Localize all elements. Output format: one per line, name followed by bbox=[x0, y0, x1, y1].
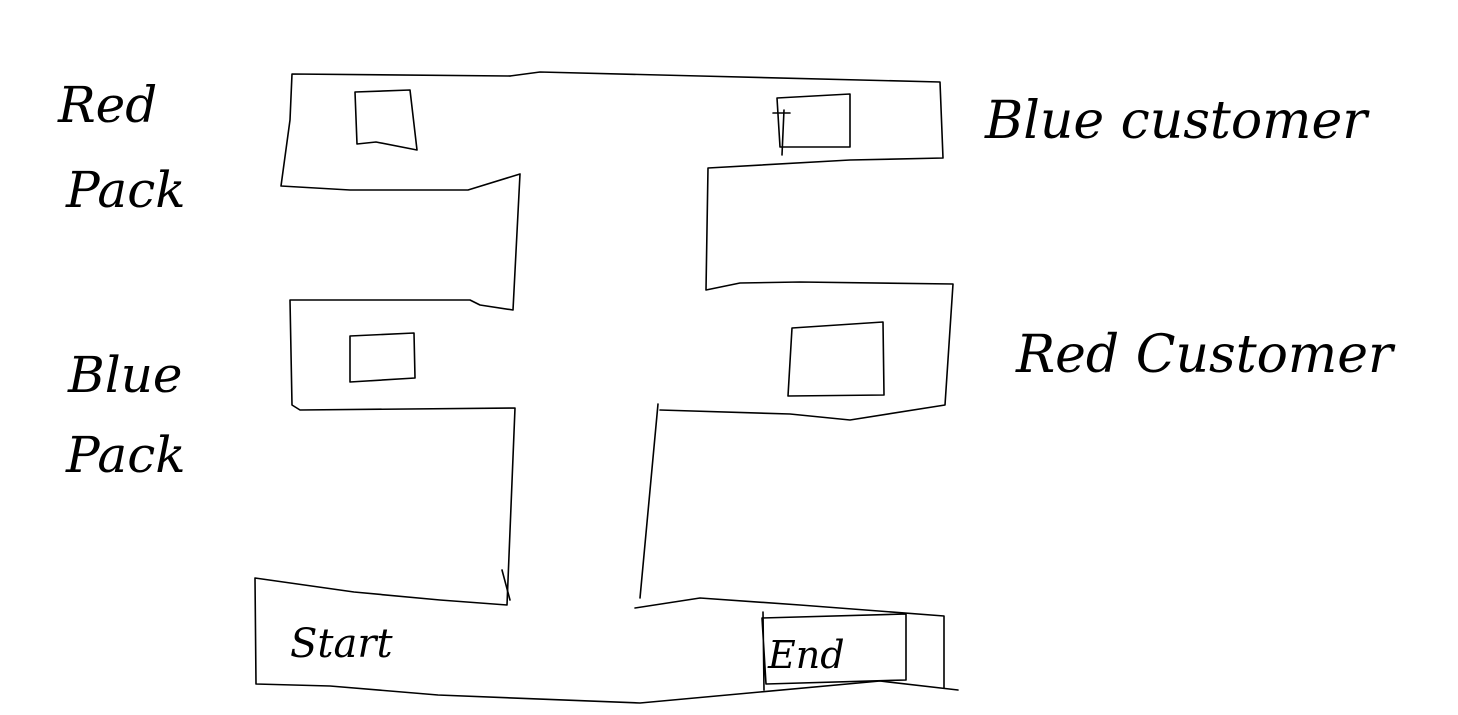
blue-customer-box bbox=[772, 93, 851, 156]
start-label: Start bbox=[290, 621, 393, 667]
blue-pack-label-line1: Blue bbox=[67, 346, 183, 404]
maze-left-wall bbox=[254, 73, 959, 704]
blue-customer-label: Blue customer bbox=[984, 91, 1370, 151]
maze-top-right-wall bbox=[509, 71, 954, 421]
end-box bbox=[761, 611, 907, 691]
blue-pack-box bbox=[349, 332, 416, 383]
red-pack-label-line1: Red bbox=[57, 76, 157, 134]
red-pack-label-line2: Pack bbox=[65, 161, 186, 219]
end-label: End bbox=[767, 633, 845, 677]
wall-tick bbox=[501, 569, 511, 601]
red-customer-label: Red Customer bbox=[1015, 325, 1396, 385]
red-pack-box bbox=[354, 89, 418, 151]
maze-right-lower-wall bbox=[634, 403, 945, 689]
red-customer-box bbox=[787, 321, 885, 397]
blue-pack-label-line2: Pack bbox=[65, 426, 186, 484]
